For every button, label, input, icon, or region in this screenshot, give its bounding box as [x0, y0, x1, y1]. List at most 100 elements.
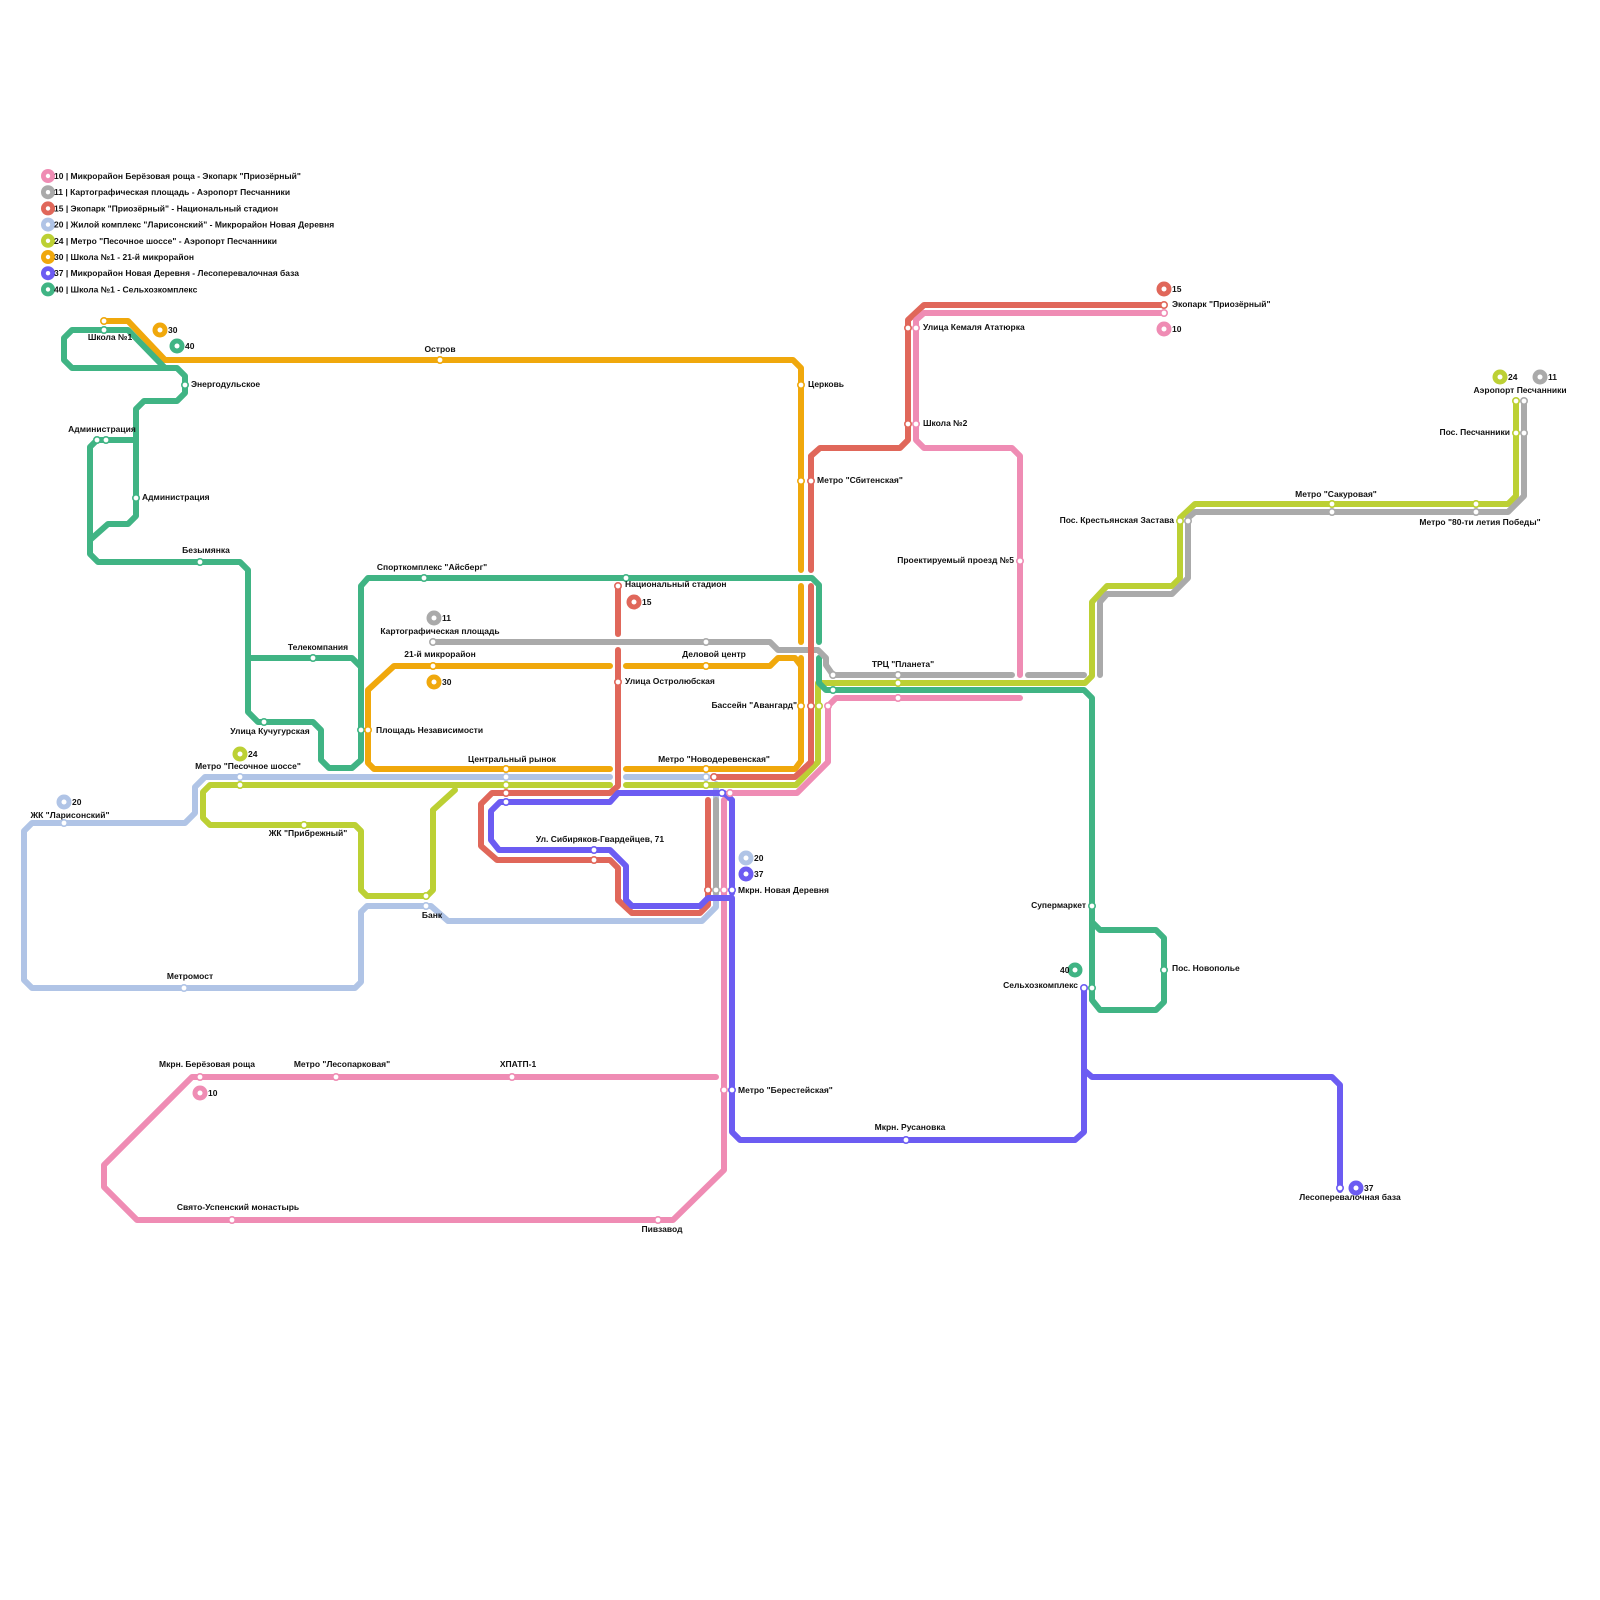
route-40-line-admin[interactable] — [87, 437, 139, 543]
route-30-line-center[interactable] — [623, 655, 804, 669]
route-40-line-east[interactable] — [816, 655, 1167, 1013]
station-dot[interactable] — [1176, 516, 1185, 525]
terminal-route-37[interactable]: 37 — [738, 866, 764, 882]
route-30-line-loop[interactable] — [623, 655, 804, 772]
station-dot[interactable] — [719, 885, 728, 894]
station-dot[interactable] — [1512, 428, 1521, 437]
station-dot[interactable] — [701, 661, 710, 670]
station-dot[interactable] — [703, 885, 712, 894]
station-dot[interactable] — [727, 1086, 736, 1095]
terminal-route-11[interactable]: 11 — [426, 610, 452, 626]
station-dot[interactable] — [501, 788, 510, 797]
route-40-line[interactable] — [61, 327, 822, 771]
station-dot[interactable] — [806, 476, 815, 485]
station-dot[interactable] — [331, 1073, 340, 1082]
station-dot[interactable] — [613, 677, 622, 686]
station-dot[interactable] — [59, 818, 68, 827]
route-37-line[interactable] — [488, 790, 1087, 1143]
route-37-line-east[interactable] — [1081, 1067, 1343, 1193]
station-dot[interactable] — [435, 355, 444, 364]
terminal-route-10[interactable]: 10 — [1156, 321, 1182, 337]
station-dot[interactable] — [796, 701, 805, 710]
station-dot[interactable] — [1512, 396, 1521, 405]
station-dot[interactable] — [1160, 300, 1169, 309]
station-dot[interactable] — [102, 435, 111, 444]
station-dot[interactable] — [828, 685, 837, 694]
terminal-route-24[interactable]: 24 — [232, 746, 258, 762]
station-dot[interactable] — [236, 780, 245, 789]
route-20-line[interactable] — [21, 774, 719, 991]
terminal-route-15[interactable]: 15 — [626, 594, 652, 610]
station-dot[interactable] — [1328, 499, 1337, 508]
station-dot[interactable] — [711, 885, 720, 894]
terminal-route-20[interactable]: 20 — [738, 850, 764, 866]
station-dot[interactable] — [903, 419, 912, 428]
station-dot[interactable] — [1472, 507, 1481, 516]
station-dot[interactable] — [196, 557, 205, 566]
station-dot[interactable] — [701, 764, 710, 773]
station-dot[interactable] — [806, 701, 815, 710]
station-dot[interactable] — [717, 788, 726, 797]
station-dot[interactable] — [428, 661, 437, 670]
station-dot[interactable] — [621, 573, 630, 582]
station-dot[interactable] — [421, 891, 430, 900]
station-dot[interactable] — [299, 820, 308, 829]
station-dot[interactable] — [901, 1136, 910, 1145]
station-dot[interactable] — [701, 780, 710, 789]
route-24-line-east[interactable] — [623, 399, 1519, 788]
station-dot[interactable] — [1015, 556, 1024, 565]
route-15-line-ostrol[interactable] — [478, 647, 711, 916]
station-dot[interactable] — [1184, 516, 1193, 525]
station-dot[interactable] — [653, 1216, 662, 1225]
station-dot[interactable] — [893, 670, 902, 679]
station-dot[interactable] — [236, 772, 245, 781]
station-dot[interactable] — [308, 653, 317, 662]
station-dot[interactable] — [1520, 396, 1529, 405]
terminal-route-40[interactable]: 40 — [169, 338, 195, 354]
station-dot[interactable] — [701, 637, 710, 646]
terminal-route-30[interactable]: 30 — [426, 674, 452, 690]
station-dot[interactable] — [132, 493, 141, 502]
station-dot[interactable] — [709, 772, 718, 781]
route-15-line-south[interactable] — [713, 583, 814, 780]
route-30-line[interactable] — [101, 318, 804, 573]
station-dot[interactable] — [428, 637, 437, 646]
station-dot[interactable] — [823, 701, 832, 710]
station-dot[interactable] — [911, 323, 920, 332]
station-dot[interactable] — [501, 780, 510, 789]
station-dot[interactable] — [727, 885, 736, 894]
station-dot[interactable] — [1160, 965, 1169, 974]
station-dot[interactable] — [725, 788, 734, 797]
station-dot[interactable] — [911, 419, 920, 428]
station-dot[interactable] — [828, 670, 837, 679]
station-dot[interactable] — [796, 380, 805, 389]
station-dot[interactable] — [1088, 983, 1097, 992]
terminal-route-15[interactable]: 15 — [1156, 281, 1182, 297]
station-dot[interactable] — [893, 693, 902, 702]
terminal-route-37[interactable]: 37 — [1348, 1180, 1374, 1196]
station-dot[interactable] — [1088, 901, 1097, 910]
station-dot[interactable] — [507, 1073, 516, 1082]
station-dot[interactable] — [1328, 507, 1337, 516]
station-dot[interactable] — [814, 701, 823, 710]
route-11-line-north[interactable] — [1097, 399, 1527, 678]
route-10-line-east[interactable] — [101, 695, 1023, 1223]
station-dot[interactable] — [893, 678, 902, 687]
station-dot[interactable] — [1080, 983, 1089, 992]
station-dot[interactable] — [259, 717, 268, 726]
route-15-line[interactable] — [808, 302, 1167, 573]
station-dot[interactable] — [181, 380, 190, 389]
station-dot[interactable] — [421, 901, 430, 910]
station-dot[interactable] — [100, 325, 109, 334]
terminal-route-40[interactable]: 40 — [1060, 962, 1083, 978]
station-dot[interactable] — [501, 772, 510, 781]
terminal-route-30[interactable]: 30 — [152, 322, 178, 338]
station-dot[interactable] — [796, 476, 805, 485]
station-dot[interactable] — [180, 983, 189, 992]
station-dot[interactable] — [419, 573, 428, 582]
terminal-route-24[interactable]: 24 — [1492, 369, 1518, 385]
station-dot[interactable] — [903, 323, 912, 332]
terminal-route-11[interactable]: 11 — [1532, 369, 1558, 385]
terminal-route-10[interactable]: 10 — [192, 1085, 218, 1101]
station-dot[interactable] — [1472, 499, 1481, 508]
